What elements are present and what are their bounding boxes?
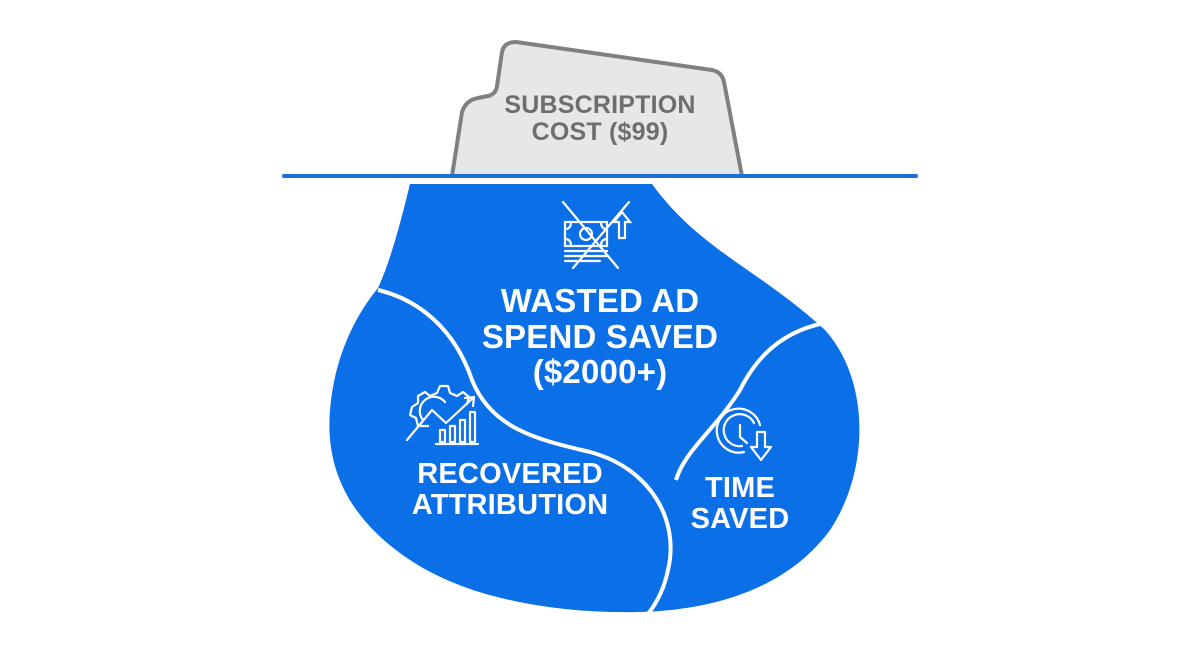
money-crossed-out-icon <box>561 200 633 270</box>
time-saved-line-2: SAVED <box>690 503 790 536</box>
wasted-ad-spend-line-3: ($2000+) <box>532 353 668 391</box>
subscription-cost-label: SUBSCRIPTION COST ($99) <box>470 92 730 146</box>
recovered-attribution-line-1: RECOVERED <box>417 458 603 490</box>
gear-chart-growth-icon <box>405 384 480 446</box>
wasted-ad-spend-line-2: SPEND SAVED <box>481 317 719 355</box>
segment-divider-right <box>674 320 831 481</box>
subscription-cost-line-2: COST ($99) <box>531 118 669 146</box>
time-saved-label: TIME SAVED <box>680 472 800 536</box>
segment-divider-left <box>377 288 673 616</box>
iceberg-underwater <box>329 184 860 613</box>
iceberg-tip <box>450 40 744 178</box>
recovered-attribution-line-2: ATTRIBUTION <box>411 489 609 522</box>
clock-down-arrow-icon <box>715 407 773 462</box>
time-saved-line-1: TIME <box>704 472 776 504</box>
wasted-ad-spend-line-1: WASTED AD <box>500 282 700 319</box>
recovered-attribution-label: RECOVERED ATTRIBUTION <box>390 458 630 522</box>
subscription-cost-line-1: SUBSCRIPTION <box>504 91 696 119</box>
wasted-ad-spend-label: WASTED AD SPEND SAVED ($2000+) <box>440 283 760 390</box>
